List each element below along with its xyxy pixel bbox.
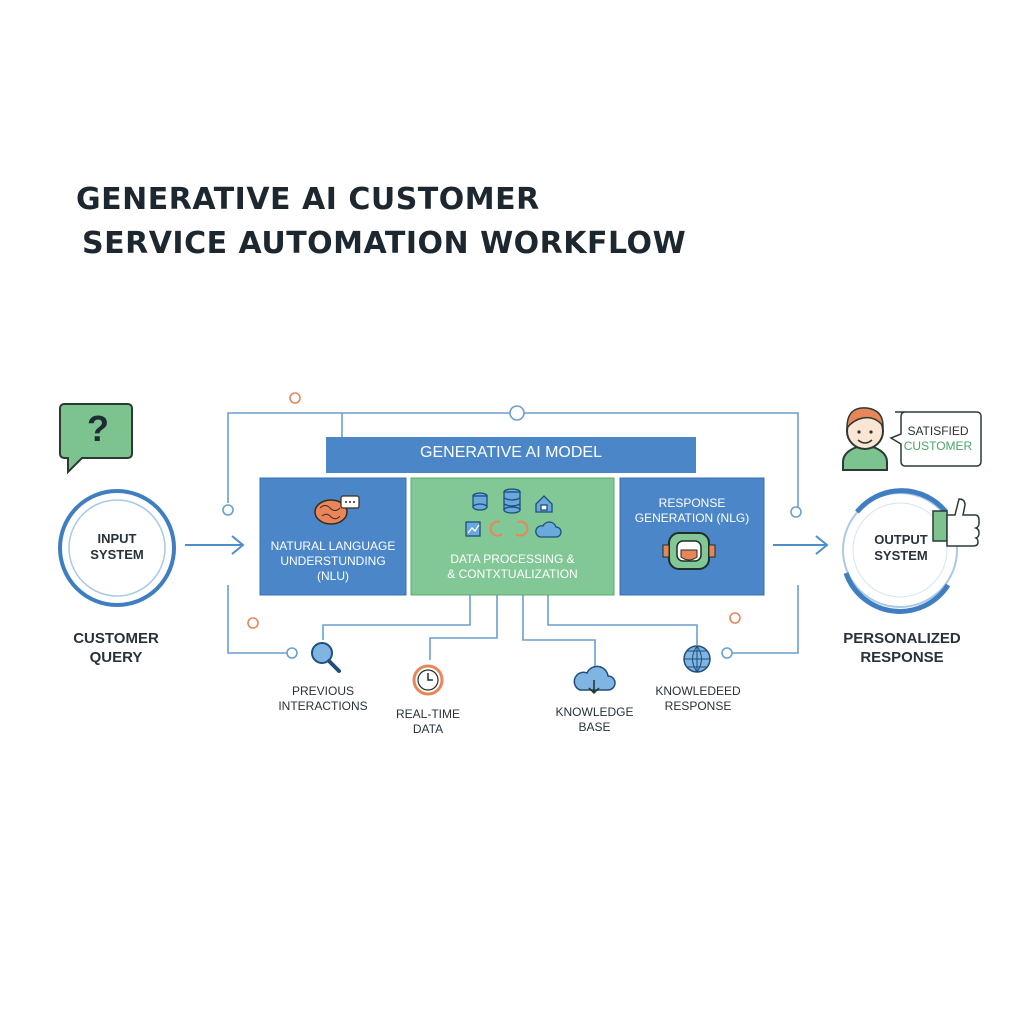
nlu-line-1: NATURAL LANGUAGE [270, 539, 396, 553]
question-mark: ? [87, 408, 109, 449]
rt-line-1: REAL-TIME [395, 707, 460, 721]
node-dot [289, 392, 301, 404]
speech-bubble-icon [889, 411, 982, 467]
knowledge-base-label: KNOWLEDGE BASE [547, 705, 642, 735]
database-stack-icon [503, 488, 521, 514]
dp-line-2: & CONTXTUALIZATION [447, 567, 578, 581]
database-icon [472, 492, 488, 511]
model-header-bar [326, 437, 696, 473]
cloud-download-icon [573, 665, 616, 695]
customer-query-line-1: CUSTOMER [73, 630, 159, 647]
brain-icon [314, 495, 360, 525]
input-system-line-2: SYSTEM [90, 547, 144, 562]
sync-icon [489, 520, 529, 537]
node-dot [790, 506, 802, 518]
arrow-input-to-model [185, 535, 245, 555]
title-line-2: SERVICE AUTOMATION WORKFLOW [82, 226, 687, 261]
dp-to-knowledge-response [547, 595, 698, 645]
node-dot [222, 504, 234, 516]
robot-mouth-icon [662, 532, 716, 570]
cloud-icon [535, 521, 562, 538]
knowledged-response-label: KNOWLEDEED RESPONSE [648, 684, 748, 714]
nlu-line-2: UNDERSTUNDING [280, 554, 386, 568]
personalized-line-2: RESPONSE [860, 649, 944, 666]
node-dot [286, 647, 298, 659]
model-header-label: GENERATIVE AI MODEL [420, 444, 602, 461]
clock-icon [412, 664, 444, 696]
input-system-line-1: INPUT [97, 531, 137, 546]
input-system-circle [58, 489, 176, 607]
search-icon [311, 642, 341, 673]
nlg-line-1: RESPONSE [658, 496, 726, 510]
kr-line-1: KNOWLEDEED [655, 684, 741, 698]
dp-to-knowledge [522, 595, 596, 668]
satisfied-line-2: CUSTOMER [903, 439, 973, 453]
node-dot [509, 405, 525, 421]
kb-line-2: BASE [578, 720, 611, 734]
chart-icon [465, 521, 481, 537]
dp-line-1: DATA PROCESSING & [450, 552, 575, 566]
bottom-left-loop [227, 585, 290, 654]
personalized-response-label: PERSONALIZED RESPONSE [832, 629, 972, 667]
question-bubble-icon [59, 403, 133, 475]
customer-avatar-icon [842, 407, 888, 471]
output-system-label: OUTPUT SYSTEM [856, 532, 946, 564]
server-icon [535, 495, 553, 513]
flow-arrows [185, 535, 829, 555]
page-title: GENERATIVE AI CUSTOMER SERVICE AUTOMATIO… [76, 178, 686, 266]
output-system-circle [842, 488, 958, 614]
thumbs-up-icon [932, 498, 980, 547]
nlu-label: NATURAL LANGUAGE UNDERSTUNDING (NLU) [262, 539, 404, 584]
kb-line-1: KNOWLEDGE [555, 705, 634, 719]
node-dot [247, 617, 259, 629]
data-processing-label: DATA PROCESSING & & CONTXTUALIZATION [413, 552, 612, 582]
nlu-panel [259, 477, 407, 596]
nlg-line-2: GENERATION (NLG) [634, 511, 750, 525]
prev-line-2: INTERACTIONS [278, 699, 368, 713]
satisfied-customer-label: SATISFIED CUSTOMER [895, 424, 981, 454]
nlg-label: RESPONSE GENERATION (NLG) [622, 496, 762, 526]
personalized-line-1: PERSONALIZED [843, 630, 961, 647]
arrow-model-to-output [773, 535, 829, 555]
real-time-data-label: REAL-TIME DATA [383, 707, 473, 737]
dp-to-realtime [429, 595, 498, 660]
globe-icon [683, 645, 711, 673]
customer-query-label: CUSTOMER QUERY [52, 629, 180, 667]
title-line-1: GENERATIVE AI CUSTOMER [76, 182, 540, 217]
output-system-line-1: OUTPUT [874, 532, 928, 547]
customer-query-line-2: QUERY [89, 649, 143, 666]
prev-line-1: PREVIOUS [291, 684, 354, 698]
rt-line-2: DATA [412, 722, 444, 736]
satisfied-line-1: SATISFIED [907, 424, 969, 438]
input-system-label: INPUT SYSTEM [72, 531, 162, 563]
nlu-line-3: (NLU) [317, 569, 349, 583]
node-dot [721, 647, 733, 659]
bottom-right-loop [728, 585, 799, 654]
kr-line-2: RESPONSE [664, 699, 732, 713]
nlu-to-previous [322, 595, 471, 640]
previous-interactions-label: PREVIOUS INTERACTIONS [268, 684, 378, 714]
output-system-line-2: SYSTEM [874, 548, 928, 563]
node-dot [729, 612, 741, 624]
